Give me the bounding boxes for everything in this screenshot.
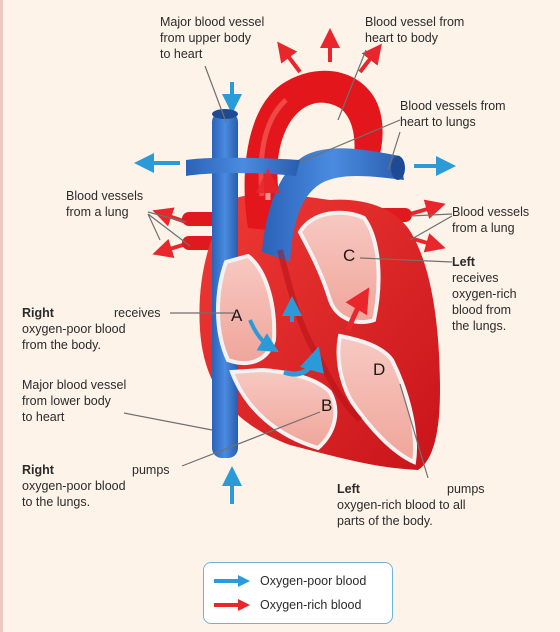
legend-label-rich: Oxygen-rich blood xyxy=(260,598,362,612)
chamber-label-d: D xyxy=(373,360,386,379)
flow-arrow-a xyxy=(248,319,279,353)
aorta-arrow-1 xyxy=(277,41,302,74)
legend-item-rich: Oxygen-rich blood xyxy=(212,595,361,615)
chamber-label-a: A xyxy=(231,306,243,325)
label-heart-to-lungs: Blood vessels from heart to lungs xyxy=(400,99,506,129)
label-heart-to-body: Blood vessel from heart to body xyxy=(365,15,465,45)
leader-lines xyxy=(123,49,453,479)
chamber-label-b: B xyxy=(321,396,333,415)
blue-arrow-icon xyxy=(214,575,250,587)
left-border xyxy=(0,0,3,632)
pulmonary-artery xyxy=(262,148,404,262)
label-upper-vessel: Major blood vessel from upper body to he… xyxy=(160,15,265,61)
aorta-arrow-3 xyxy=(358,43,382,74)
legend: Oxygen-poor blood Oxygen-rich blood xyxy=(203,562,393,624)
left-ventricle xyxy=(336,333,418,465)
lung-inflow-arrow-2 xyxy=(152,238,187,259)
pulmonary-branch-left xyxy=(186,157,300,176)
flow-arrow-b xyxy=(283,346,324,377)
label-lung-vessels-left: Blood vessels from a lung xyxy=(66,189,144,219)
label-lower-vessel: Major blood vessel from lower body to he… xyxy=(22,378,127,424)
label-left-receives: Left receives oxygen-rich blood from the… xyxy=(452,255,517,333)
label-lung-vessels-right: Blood vessels from a lung xyxy=(452,205,530,235)
lung-inflow-arrow-3 xyxy=(409,199,446,219)
legend-item-poor: Oxygen-poor blood xyxy=(212,571,366,591)
flow-arrow-c xyxy=(345,287,370,331)
red-arrow-icon xyxy=(214,599,250,611)
legend-label-poor: Oxygen-poor blood xyxy=(260,574,367,588)
chamber-label-c: C xyxy=(343,246,356,265)
